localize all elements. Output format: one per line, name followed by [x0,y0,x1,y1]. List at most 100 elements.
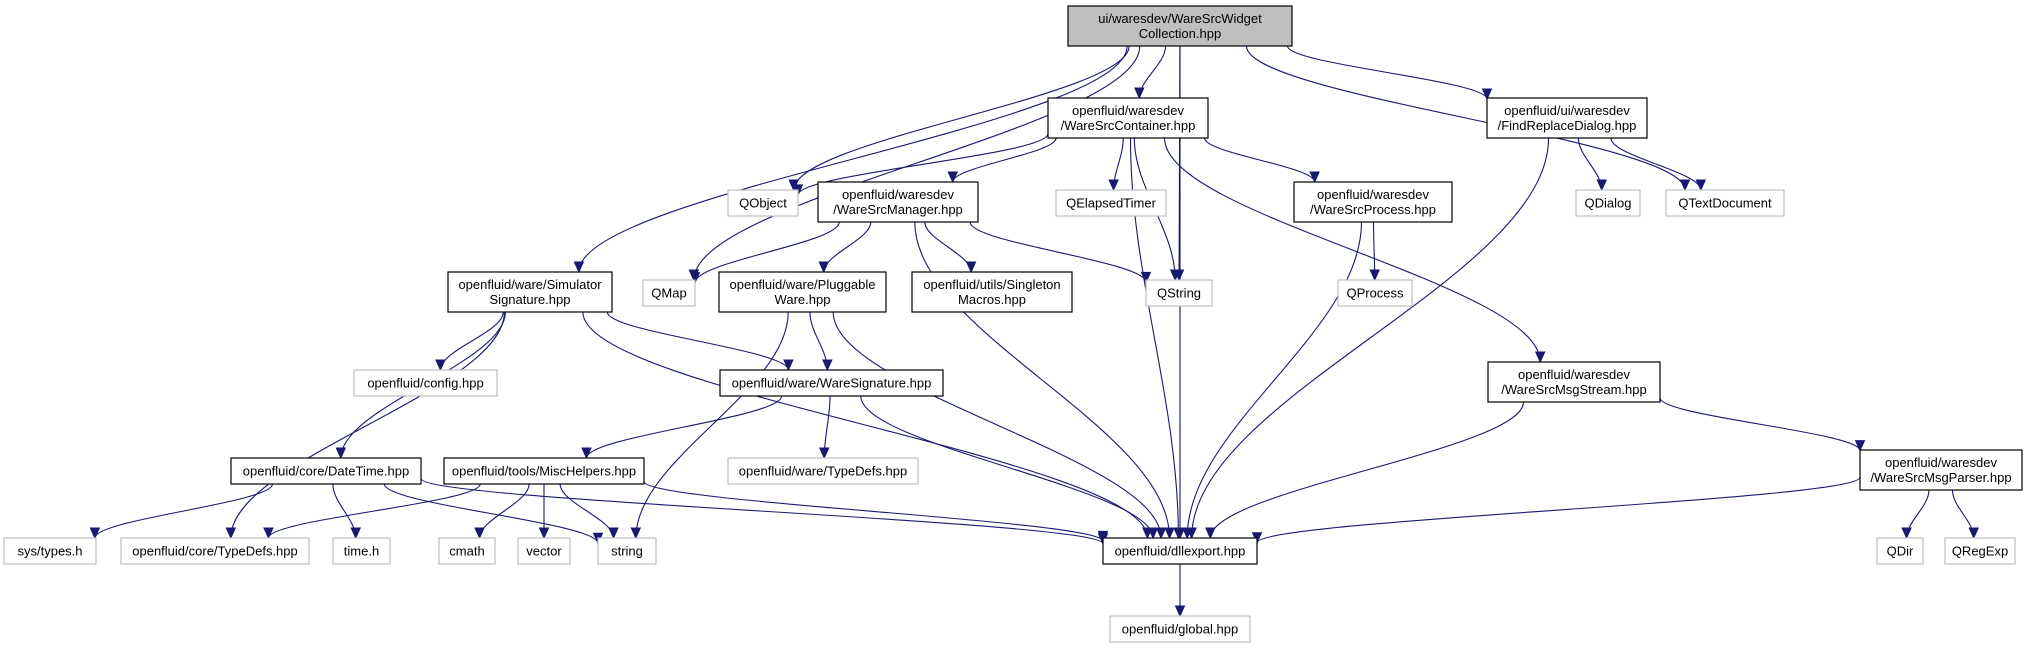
arrowhead-simsig-to-datetime [335,447,347,460]
arrowhead-manager-to-qstring [1140,271,1152,284]
node-datetime[interactable]: openfluid/core/DateTime.hpp [230,457,422,485]
edge-mischelpers-to-dllexport [643,481,1104,542]
node-box-global [1109,615,1251,643]
node-msgstream[interactable]: openfluid/waresdev/WareSrcMsgStream.hpp [1487,361,1661,403]
node-label-msgparser-line-1: /WareSrcMsgParser.hpp [1870,470,2011,485]
arrowhead-root-to-findreplace [1481,88,1493,101]
node-label-msgstream-line-0: openfluid/waresdev [1518,367,1631,382]
arrowhead-manager-to-pluggable [818,261,829,274]
edge-mischelpers-to-cmath [478,483,530,539]
node-label-pluggable-line-1: Ware.hpp [775,292,831,307]
arrowhead-waresig-to-mischelpers [581,447,592,460]
node-dllexport[interactable]: openfluid/dllexport.hpp [1102,537,1258,565]
node-label-qdialog-line-0: QDialog [1585,196,1632,211]
edge-pluggable-to-string [635,311,789,539]
node-label-manager-line-0: openfluid/waresdev [842,187,955,202]
edge-manager-to-qmap [694,221,840,283]
node-label-qobject-line-0: QObject [739,196,787,211]
arrowhead-mischelpers-to-cmath [474,527,485,540]
arrowhead-pluggable-to-string [630,527,642,540]
arrowhead-manager-to-singleton [965,261,977,274]
node-config: openfluid/config.hpp [353,369,498,397]
arrowhead-msgparser-to-qdir [1901,527,1912,540]
node-box-mischelpers [443,457,645,485]
node-waretypedefs: openfluid/ware/TypeDefs.hpp [727,457,919,485]
edge-container-to-qobject [797,133,1049,196]
node-label-timeh-line-0: time.h [344,544,379,559]
node-label-simsig-line-0: openfluid/ware/Simulator [458,277,602,292]
edge-pluggable-to-dllexport [832,311,1162,539]
node-label-global-line-0: openfluid/global.hpp [1122,622,1238,637]
edge-waresig-to-mischelpers [585,395,783,459]
node-label-singleton-line-0: openfluid/utils/Singleton [923,277,1060,292]
arrowhead-mischelpers-to-dllexport [1097,530,1109,543]
node-box-qregexp [1944,537,2016,565]
node-box-manager [817,181,979,223]
arrowhead-process-to-qprocess [1369,269,1380,282]
edge-msgparser-to-dllexport [1256,476,1861,544]
node-label-root-line-0: ui/waresdev/WareSrcWidget [1098,11,1262,26]
node-box-cmath [438,537,496,565]
arrowhead-container-to-qstring [1169,269,1181,282]
node-label-qregexp-line-0: QRegExp [1952,544,2008,559]
edge-root-to-qtextdoc [1245,45,1686,191]
edge-msgstream-to-dllexport [1209,401,1525,539]
node-cmath: cmath [438,537,496,565]
node-box-singleton [911,271,1073,313]
edge-findreplace-to-dllexport [1191,137,1550,539]
edge-findreplace-to-qtextdoc [1610,137,1702,191]
node-qprocess: QProcess [1337,279,1413,307]
node-label-qstring-line-0: QString [1157,286,1201,301]
edge-simsig-to-dllexport [582,311,1148,539]
arrowhead-waresig-to-waretypedefs [818,447,830,460]
node-label-container-line-1: /WareSrcContainer.hpp [1061,118,1196,133]
arrowhead-root-to-qtextdoc [1679,179,1691,192]
node-label-systypes-line-0: sys/types.h [17,544,82,559]
node-label-process-line-0: openfluid/waresdev [1317,187,1430,202]
node-label-root-line-1: Collection.hpp [1139,26,1221,41]
node-box-timeh [332,537,391,565]
arrowhead-root-to-simsig [573,261,585,274]
node-container[interactable]: openfluid/waresdev/WareSrcContainer.hpp [1047,97,1209,139]
arrowhead-mischelpers-to-string [608,527,619,540]
edge-manager-to-qstring [969,221,1147,283]
node-label-waretypedefs-line-0: openfluid/ware/TypeDefs.hpp [739,464,907,479]
node-box-coretypedefs [120,537,310,565]
arrowhead-container-to-qelapsed [1108,179,1119,192]
node-label-findreplace-line-0: openfluid/ui/waresdev [1504,103,1630,118]
node-waresig[interactable]: openfluid/ware/WareSignature.hpp [719,369,944,397]
node-label-string-line-0: string [611,544,643,559]
arrowhead-dllexport-to-global [1174,605,1186,618]
node-findreplace[interactable]: openfluid/ui/waresdev/FindReplaceDialog.… [1486,97,1648,139]
node-qdir: QDir [1876,537,1924,565]
arrowhead-root-to-container [1134,87,1145,100]
node-coretypedefs: openfluid/core/TypeDefs.hpp [120,537,310,565]
node-manager[interactable]: openfluid/waresdev/WareSrcManager.hpp [817,181,979,223]
node-label-simsig-line-1: Signature.hpp [490,292,571,307]
node-qstring: QString [1145,279,1213,307]
arrowhead-container-to-process [1309,171,1320,184]
node-box-root [1067,5,1293,47]
node-label-cmath-line-0: cmath [449,544,484,559]
node-box-qprocess [1337,279,1413,307]
node-box-waretypedefs [727,457,919,485]
node-process[interactable]: openfluid/waresdev/WareSrcProcess.hpp [1293,181,1453,223]
node-label-datetime-line-0: openfluid/core/DateTime.hpp [243,464,409,479]
edges-layer [89,45,1980,618]
node-label-manager-line-1: /WareSrcManager.hpp [833,202,963,217]
arrowhead-msgstream-to-msgparser [1854,440,1866,452]
node-box-pluggable [718,271,887,313]
edge-simsig-to-waresig [606,311,789,371]
node-box-qstring [1145,279,1213,307]
node-mischelpers[interactable]: openfluid/tools/MiscHelpers.hpp [443,457,645,485]
arrowhead-datetime-to-systypes [89,527,101,540]
node-qregexp: QRegExp [1944,537,2016,565]
edge-manager-to-dllexport [914,221,1171,539]
node-label-qprocess-line-0: QProcess [1346,286,1404,301]
node-msgparser[interactable]: openfluid/waresdev/WareSrcMsgParser.hpp [1859,449,2023,491]
node-label-qdir-line-0: QDir [1887,544,1914,559]
